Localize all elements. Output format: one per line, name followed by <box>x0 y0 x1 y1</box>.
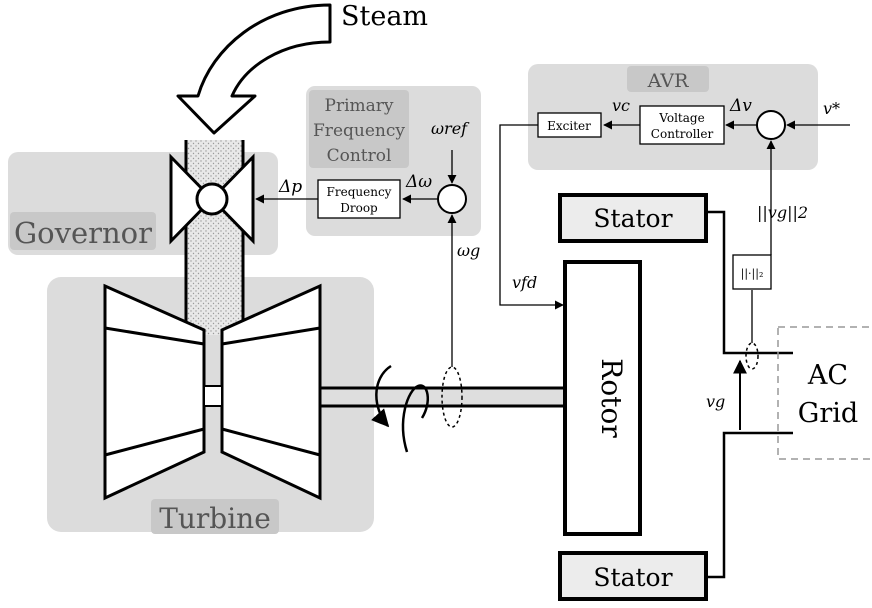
pfc-label-line2: Frequency <box>313 121 405 141</box>
valve-icon <box>169 153 255 245</box>
vg-symbol: vg <box>706 392 725 411</box>
ac-grid-label-line2: Grid <box>798 398 858 429</box>
delta-v-symbol: Δv <box>729 96 752 116</box>
pfc-sum-junction <box>437 184 467 214</box>
rotor-label: Rotor <box>595 358 628 438</box>
shaft <box>318 386 570 408</box>
ac-grid-label-line1: AC <box>807 360 848 391</box>
turbine-label: Turbine <box>159 502 271 535</box>
rotation-arrow-icon <box>401 384 430 453</box>
norm-block-label: ||·||₂ <box>741 267 764 281</box>
turbine-label-box <box>151 499 279 534</box>
stator-top <box>558 193 708 243</box>
stator-top-label: Stator <box>593 204 672 233</box>
pfc-label-line1: Primary <box>325 96 394 116</box>
avr-label: AVR <box>647 70 689 92</box>
vc-symbol: vc <box>612 96 630 115</box>
voltage-sensor <box>745 342 759 370</box>
exciter-to-rotor-arrow <box>499 124 564 310</box>
frequency-droop-line1: Frequency <box>327 185 392 199</box>
ac-grid-box <box>777 326 872 460</box>
stator-bottom-wire <box>706 431 793 579</box>
stator-bottom <box>558 551 708 601</box>
pfc-label-box <box>309 90 409 168</box>
vstar-symbol: v* <box>823 99 840 118</box>
exciter-label: Exciter <box>547 119 591 133</box>
voltage-controller-block <box>639 105 725 145</box>
turbine-icon <box>103 283 322 501</box>
governor-label: Governor <box>14 216 152 250</box>
stator-top-wire <box>706 210 793 355</box>
pfc-label-line3: Control <box>327 146 392 166</box>
omega-ref-symbol: ωref <box>431 119 470 138</box>
rotor-block <box>563 260 642 536</box>
norm-vg-symbol: ||vg||2 <box>757 203 808 222</box>
exciter-block <box>537 112 602 138</box>
vfd-symbol: vfd <box>512 273 537 292</box>
avr-label-box <box>627 66 709 92</box>
governor-label-box <box>10 212 156 250</box>
steam-label: Steam <box>341 1 428 32</box>
steam-arrow <box>176 3 332 135</box>
frequency-droop-block <box>317 179 401 219</box>
omega-g-symbol: ωg <box>457 241 480 260</box>
speed-sensor <box>441 366 463 428</box>
norm-block <box>732 254 772 290</box>
stator-bottom-label: Stator <box>593 563 672 592</box>
delta-omega-symbol: Δω <box>405 172 432 192</box>
voltage-controller-line2: Controller <box>651 127 714 141</box>
voltage-controller-line1: Voltage <box>658 111 704 125</box>
delta-p-symbol: Δp <box>278 177 302 197</box>
steam-pipe <box>186 140 243 335</box>
avr-sum-junction <box>756 110 786 140</box>
frequency-droop-line2: Droop <box>340 201 378 215</box>
